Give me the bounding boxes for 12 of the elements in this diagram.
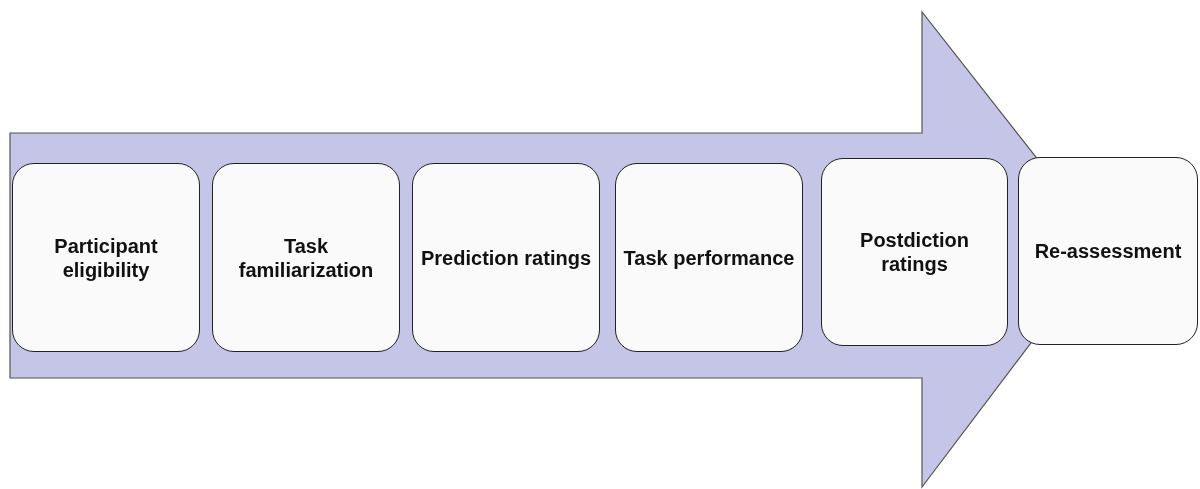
step-box [12, 163, 200, 352]
step-label: Participant eligibility [53, 233, 159, 282]
step-box [412, 163, 600, 352]
step-box [821, 158, 1008, 346]
step-label: Prediction ratings [420, 245, 592, 270]
step-box [615, 163, 803, 352]
step-label: Task familiarization [237, 233, 375, 282]
step-box [212, 163, 400, 352]
step-label: Postdiction ratings [859, 228, 970, 276]
step-box [1018, 157, 1198, 345]
step-label: Re-assessment [1033, 239, 1183, 263]
step-label: Task performance [622, 245, 796, 270]
